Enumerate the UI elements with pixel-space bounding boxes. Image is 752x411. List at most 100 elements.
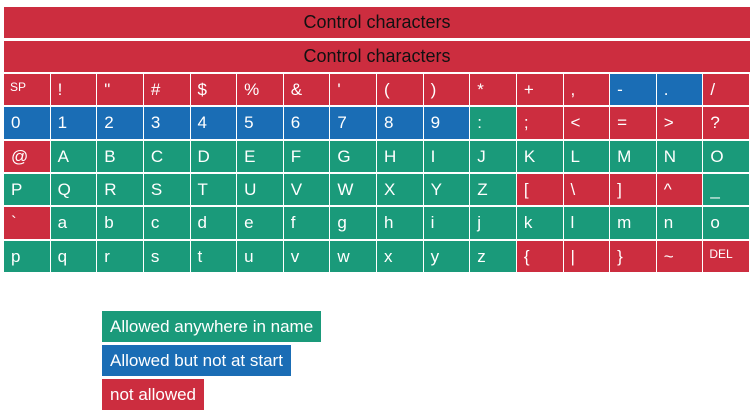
char-cell: M (610, 140, 657, 174)
char-cell: 5 (237, 107, 284, 141)
char-cell: ; (516, 107, 564, 141)
char-cell: X (377, 174, 424, 208)
char-cell: m (610, 207, 657, 241)
char-cell: < (563, 107, 611, 141)
char-cell: s (143, 240, 191, 274)
char-cell: J (470, 140, 517, 174)
char-cell: G (330, 140, 377, 174)
legend-allowed-not-at-start: Allowed but not at start (102, 345, 291, 376)
char-cell: N (656, 140, 704, 174)
char-cell: z (470, 240, 517, 274)
char-cell: c (143, 207, 191, 241)
char-cell: Z (470, 174, 517, 208)
char-cell: S (143, 174, 191, 208)
char-cell: 2 (97, 107, 144, 141)
char-cell: i (423, 207, 471, 241)
char-cell: " (97, 74, 144, 108)
char-cell: I (423, 140, 471, 174)
char-cell: V (283, 174, 331, 208)
char-cell: P (4, 174, 51, 208)
char-cell: D (190, 140, 238, 174)
control-characters-banner: Control characters (4, 7, 750, 38)
char-cell: U (237, 174, 284, 208)
char-cell: p (4, 240, 51, 274)
char-cell: k (516, 207, 564, 241)
legend-not-allowed: not allowed (102, 379, 205, 410)
char-cell: > (656, 107, 704, 141)
char-cell: f (283, 207, 331, 241)
char-cell: r (97, 240, 144, 274)
char-cell: T (190, 174, 238, 208)
char-cell: 3 (143, 107, 191, 141)
char-cell: | (563, 240, 611, 274)
char-cell: { (516, 240, 564, 274)
char-cell: E (237, 140, 284, 174)
char-cell: 9 (423, 107, 471, 141)
char-cell: x (377, 240, 424, 274)
char-cell: - (610, 74, 657, 108)
char-cell: 4 (190, 107, 238, 141)
char-cell: n (656, 207, 704, 241)
char-cell: Y (423, 174, 471, 208)
char-cell: C (143, 140, 191, 174)
char-cell: = (610, 107, 657, 141)
char-cell: K (516, 140, 564, 174)
char-cell: v (283, 240, 331, 274)
char-cell: H (377, 140, 424, 174)
char-cell: A (50, 140, 98, 174)
char-cell: e (237, 207, 284, 241)
char-cell: j (470, 207, 517, 241)
char-cell: h (377, 207, 424, 241)
char-cell: b (97, 207, 144, 241)
char-cell: ) (423, 74, 471, 108)
char-cell: # (143, 74, 191, 108)
char-cell: 7 (330, 107, 377, 141)
char-cell: ! (50, 74, 98, 108)
char-cell: _ (703, 174, 750, 208)
char-cell: o (703, 207, 750, 241)
char-cell: R (97, 174, 144, 208)
char-cell: u (237, 240, 284, 274)
char-cell: ` (4, 207, 51, 241)
char-cell: F (283, 140, 331, 174)
char-cell: B (97, 140, 144, 174)
control-characters-banner: Control characters (4, 41, 750, 72)
legend-allowed-anywhere: Allowed anywhere in name (102, 311, 322, 342)
char-cell: ? (703, 107, 750, 141)
char-cell: q (50, 240, 98, 274)
char-cell: t (190, 240, 238, 274)
char-cell: } (610, 240, 657, 274)
char-cell: g (330, 207, 377, 241)
char-cell: O (703, 140, 750, 174)
char-cell: y (423, 240, 471, 274)
char-cell: L (563, 140, 611, 174)
char-cell: DEL (703, 240, 750, 274)
char-cell: l (563, 207, 611, 241)
char-cell: SP (4, 74, 51, 108)
char-cell: & (283, 74, 331, 108)
char-cell: @ (4, 140, 51, 174)
char-cell: a (50, 207, 98, 241)
char-cell: W (330, 174, 377, 208)
char-cell: d (190, 207, 238, 241)
char-cell: ( (377, 74, 424, 108)
char-cell: ~ (656, 240, 704, 274)
char-cell: ' (330, 74, 377, 108)
char-cell: ] (610, 174, 657, 208)
char-cell: 0 (4, 107, 51, 141)
char-cell: 1 (50, 107, 98, 141)
char-cell: [ (516, 174, 564, 208)
char-cell: % (237, 74, 284, 108)
char-cell: , (563, 74, 611, 108)
char-cell: 8 (377, 107, 424, 141)
char-cell: / (703, 74, 750, 108)
char-cell: . (656, 74, 704, 108)
char-cell: * (470, 74, 517, 108)
char-cell: 6 (283, 107, 331, 141)
char-cell: Q (50, 174, 98, 208)
char-cell: w (330, 240, 377, 274)
char-cell: ^ (656, 174, 704, 208)
char-cell: : (470, 107, 517, 141)
char-cell: \ (563, 174, 611, 208)
